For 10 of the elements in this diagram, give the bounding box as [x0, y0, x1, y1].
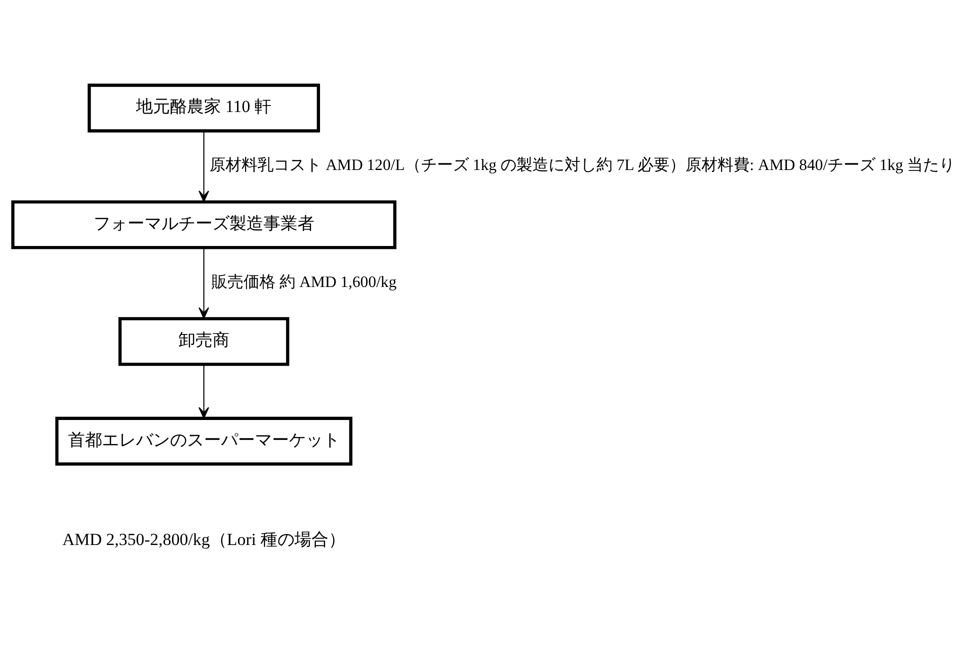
arrow [198, 364, 210, 418]
edge-label: 販売価格 約 AMD 1,600/kg [211, 273, 397, 290]
node-box: 首都エレバンのスーパーマーケット [55, 416, 352, 466]
node-box: フォーマルチーズ製造事業者 [11, 200, 396, 249]
node-box: 卸売商 [118, 316, 290, 366]
node-label: AMD 2,350-2,800/kg（Lori 種の場合） [62, 529, 346, 548]
node-box: 地元酪農家 110 軒 [88, 83, 320, 132]
edge-label: 原材料乳コスト AMD 120/L（チーズ 1kg の製造に対し約 7L 必要）原材料費: AMD 840/チーズ 1kg 当たり [210, 156, 956, 174]
arrow [198, 247, 210, 318]
arrow [198, 130, 210, 202]
